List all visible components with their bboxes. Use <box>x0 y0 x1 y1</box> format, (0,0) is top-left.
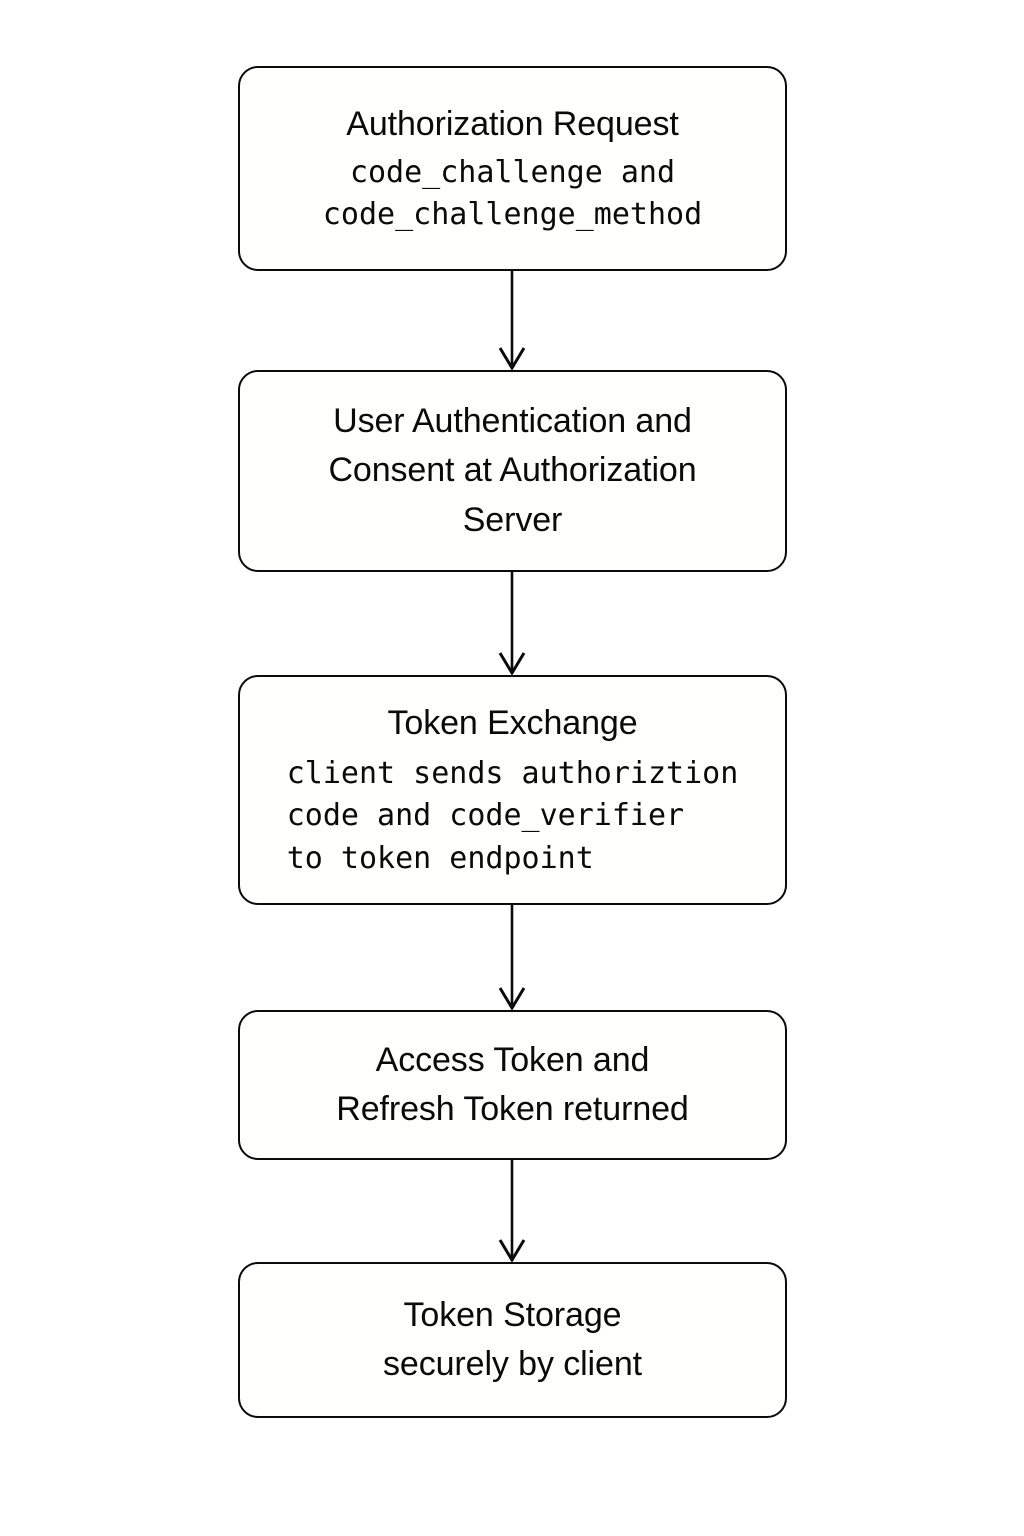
node-title-token-storage: Token Storage securely by client <box>383 1295 642 1383</box>
node-detail-token-exchange: client sends authoriztion code and code_… <box>286 755 739 876</box>
flow-node-tokens-returned[interactable]: Access Token and Refresh Token returned <box>238 1010 787 1160</box>
flow-node-user-authentication[interactable]: User Authentication and Consent at Autho… <box>238 370 787 572</box>
arrow-token-exchange-to-tokens-returned <box>498 905 526 1011</box>
flow-node-token-storage[interactable]: Token Storage securely by client <box>238 1262 787 1418</box>
node-title-token-exchange: Token Exchange <box>387 704 638 743</box>
node-detail-authorization-request: code_challenge and code_challenge_method <box>322 154 703 233</box>
arrow-authorization-request-to-user-authentication <box>498 271 526 371</box>
arrow-user-authentication-to-token-exchange <box>498 572 526 676</box>
flow-node-authorization-request[interactable]: Authorization Request code_challenge and… <box>238 66 787 271</box>
node-title-authorization-request: Authorization Request <box>346 105 679 144</box>
arrow-tokens-returned-to-token-storage <box>498 1160 526 1263</box>
node-title-tokens-returned: Access Token and Refresh Token returned <box>336 1040 689 1128</box>
node-title-user-authentication: User Authentication and Consent at Autho… <box>328 402 697 539</box>
flow-node-token-exchange[interactable]: Token Exchange client sends authoriztion… <box>238 675 787 905</box>
